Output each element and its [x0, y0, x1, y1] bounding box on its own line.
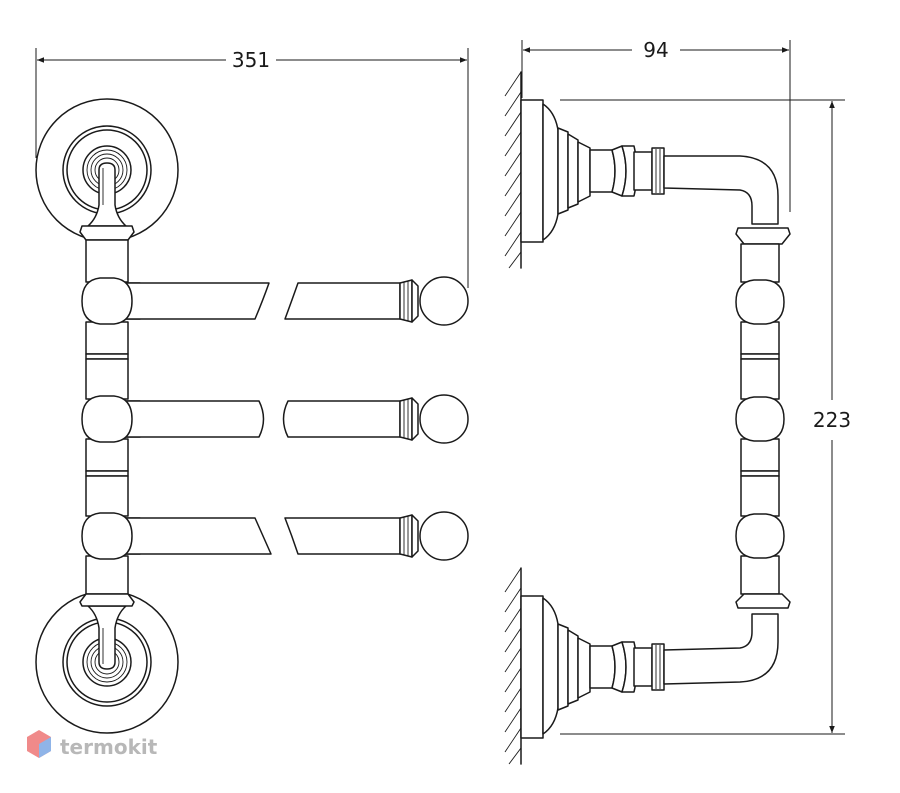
wall-hatching-bottom [504, 567, 522, 765]
bottom-wall-rosette [35, 590, 179, 734]
side-pole [735, 227, 791, 609]
height-dimension-label: 223 [813, 408, 851, 432]
depth-dimension: 94 [521, 38, 791, 212]
side-view: 94 223 [504, 38, 851, 765]
swivel-arm-2 [81, 394, 469, 444]
vertical-pole [79, 225, 135, 607]
width-dimension: 351 [35, 48, 469, 288]
bottom-side-bracket [520, 595, 779, 739]
swivel-arm-1 [81, 276, 469, 326]
front-view: 351 [35, 48, 469, 734]
termokit-logo-icon [27, 730, 51, 758]
swivel-arm-3 [81, 511, 469, 561]
top-wall-rosette [35, 98, 179, 242]
width-dimension-label: 351 [232, 48, 270, 72]
depth-dimension-label: 94 [643, 38, 668, 62]
height-dimension: 223 [560, 99, 851, 735]
watermark-text: termokit [60, 735, 158, 759]
watermark: termokit [27, 730, 158, 759]
top-side-bracket [520, 99, 779, 243]
wall-hatching-top [504, 71, 522, 269]
